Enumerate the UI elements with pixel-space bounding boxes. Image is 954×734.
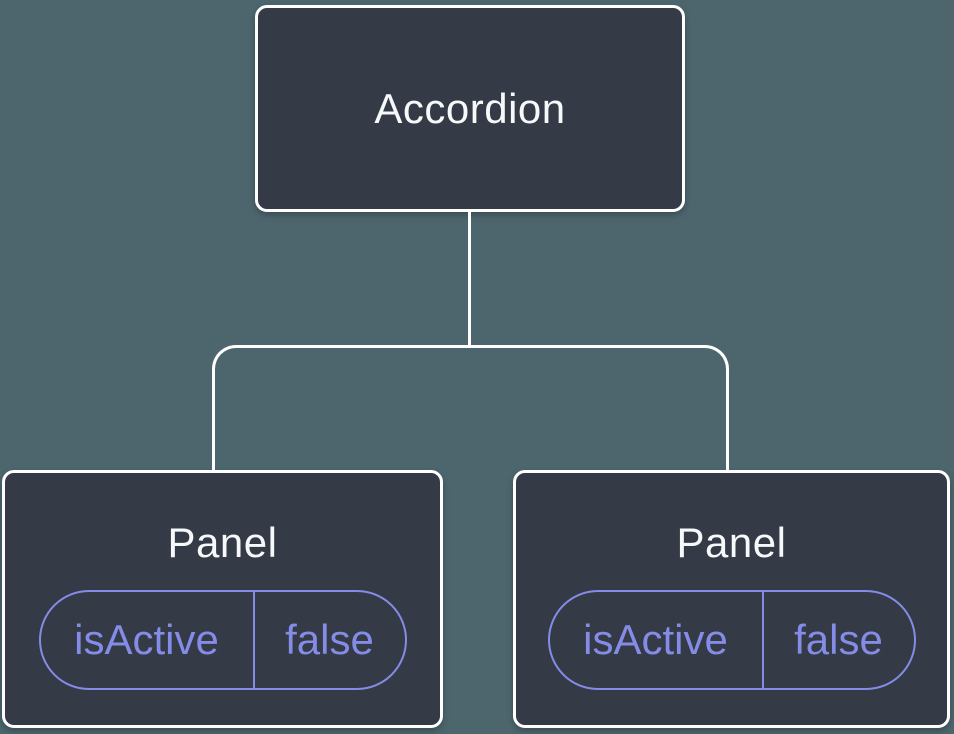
accordion-node-label: Accordion xyxy=(374,84,566,132)
state-value-label: false xyxy=(285,616,374,663)
panel-left-label: Panel xyxy=(167,519,278,566)
state-value-label: false xyxy=(794,616,883,663)
component-node-panel-right: Panel isActive false xyxy=(513,470,950,728)
component-node-accordion: Accordion xyxy=(255,5,685,212)
panel-right-label: Panel xyxy=(676,519,787,566)
state-key-label: isActive xyxy=(41,592,255,688)
connector-branch-bracket xyxy=(212,345,729,470)
connector-stem-line xyxy=(468,210,471,348)
component-node-panel-left: Panel isActive false xyxy=(2,470,443,728)
state-pill-left: isActive false xyxy=(38,590,407,690)
state-pill-right: isActive false xyxy=(547,590,916,690)
state-key-label: isActive xyxy=(550,592,764,688)
